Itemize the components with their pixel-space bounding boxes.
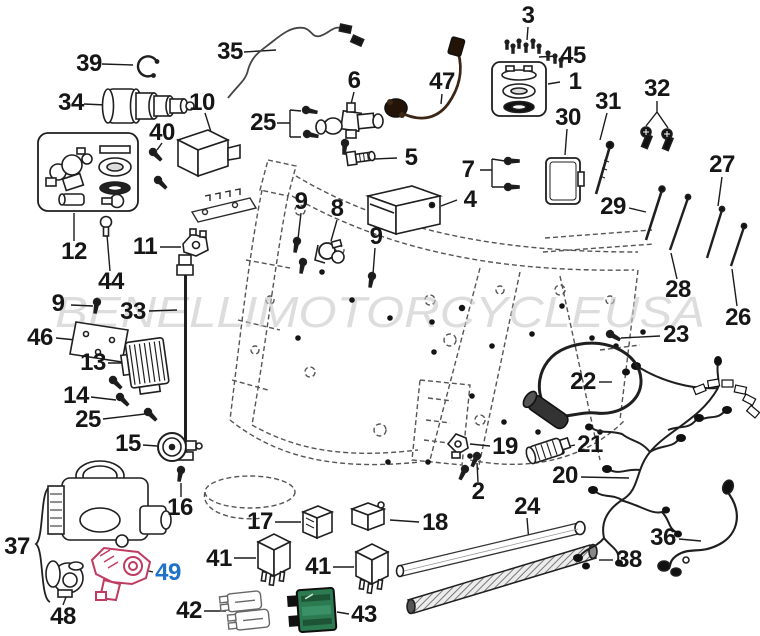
part-33-sensor-rod: [176, 254, 194, 461]
frame-bracket-drawing: [190, 188, 258, 223]
leader-lines: [55, 26, 738, 615]
part-39-circlip: [136, 55, 160, 78]
part-36-sub-harness: [657, 479, 738, 577]
part-46-bracket-plate: [69, 321, 129, 363]
part-38-sleeve-tube: [406, 543, 598, 615]
part-21-cap: [525, 436, 572, 465]
part-44-plug: [99, 215, 113, 237]
part-27-cable-tie: [705, 205, 726, 259]
part-5-sensor: [345, 150, 376, 167]
part-19-switch: [446, 433, 469, 459]
part-15-pickup-rotor: [157, 432, 203, 462]
frame-mounting-bolts: [295, 269, 646, 465]
part-10-cdi-unit: [175, 129, 241, 178]
part-35-wire: [227, 23, 365, 99]
parts-drawings: [34, 23, 760, 634]
part-17-switch: [300, 505, 335, 540]
part-37-throttle-body: [34, 460, 172, 603]
part-6-sensor-assy: [315, 102, 384, 156]
part-31-bolt: [594, 140, 615, 195]
part-40-screws: [147, 146, 169, 191]
part-49-highlighted-part: [90, 546, 152, 602]
part-11-sensor: [182, 228, 209, 257]
part-8-coil: [314, 238, 345, 264]
part-13-regulator: [119, 337, 170, 395]
part-14-screw: [114, 391, 131, 408]
part-16-screw: [174, 465, 186, 483]
part-24-tube: [395, 520, 586, 578]
part-30-ecu: [545, 157, 585, 205]
part-13-screw: [107, 374, 124, 391]
part-7-screws: [503, 156, 520, 192]
part-1-pump-kit-box: [491, 61, 547, 117]
part-12-sensor-kit-box: [37, 132, 139, 212]
part-18-switch: [349, 501, 387, 532]
part-32-bolts: [640, 126, 675, 152]
part-25-screw-lower: [142, 406, 159, 423]
part-29-cable-tie: [644, 185, 666, 241]
part-48-idle-part: [45, 560, 84, 598]
part-28-cable-tie: [668, 193, 692, 251]
watermark: BENELLIMOTORCYCLEUSA: [55, 288, 705, 337]
part-4-battery: [365, 185, 443, 236]
part-22-plug-cable: [522, 341, 643, 430]
part-43-green-fuse: [286, 586, 338, 634]
part-41-relay-left: [256, 533, 292, 587]
part-26-cable-tie: [729, 222, 748, 267]
part-20-main-harness: [573, 356, 760, 570]
part-34-camshaft: [101, 88, 195, 124]
part-42-fuses: [218, 590, 271, 631]
part-47-sensor-cable: [384, 36, 466, 120]
part-25-screws-upper: [301, 105, 320, 141]
part-41-relay-right: [354, 543, 390, 595]
